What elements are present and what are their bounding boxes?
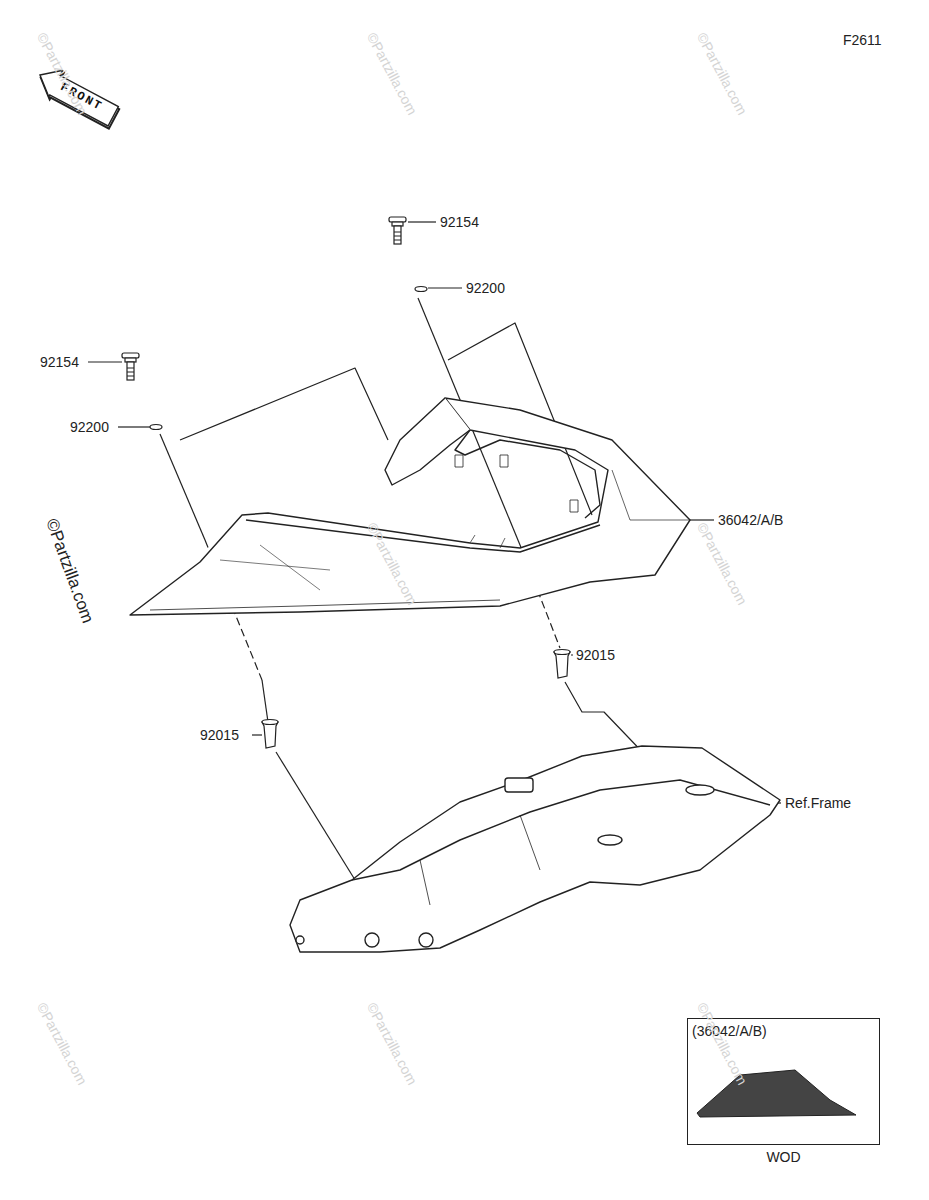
rear-frame [290,746,780,952]
axis-line [276,752,360,888]
watermark: ©Partzilla.com [41,516,97,626]
bolt [122,217,406,380]
grommet [262,650,570,749]
cowl-silhouette [697,1070,856,1117]
seat-cowl [130,398,690,615]
washer [150,287,427,430]
watermark: ©Partzilla.com [364,30,421,117]
callout-number: 92015 [200,727,239,743]
watermark: ©Partzilla.com [694,30,751,117]
callout-number: 92015 [576,647,615,663]
axis-line [160,434,205,540]
bracket-line [180,368,388,440]
watermark: ©Partzilla.com [364,1000,421,1087]
axis-line [262,680,268,722]
callout-number: 92200 [466,280,505,296]
callout-number: 92200 [70,419,109,435]
callout-number: 92154 [440,214,479,230]
figure-number: F2611 [843,32,882,48]
callout-number: 36042/A/B [718,512,783,528]
inset-caption: WOD [688,1149,879,1165]
watermark: ©Partzilla.com [694,520,751,607]
watermark: ©Partzilla.com [34,1000,91,1087]
watermark: ©Partzilla.com [694,1000,751,1087]
callout-number: 92154 [40,354,79,370]
reference-label: Ref.Frame [785,795,851,811]
